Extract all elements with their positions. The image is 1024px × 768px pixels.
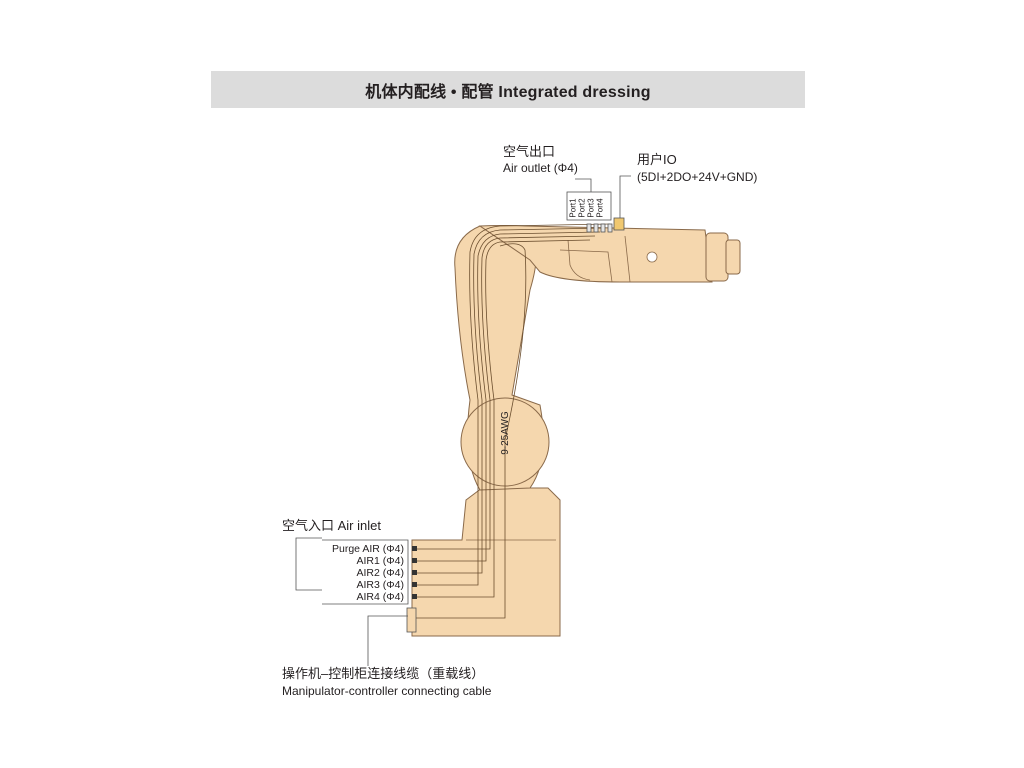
air-inlet-label: 空气入口 Air inlet: [282, 518, 381, 533]
robot-upper-arm-screw: [646, 251, 658, 263]
air-outlet-leader: [575, 178, 592, 192]
air-inlet-box: [322, 539, 409, 605]
air-inlet-item: AIR3 (Φ4): [356, 579, 404, 591]
cable-spec-label: 9-25AWG: [499, 411, 511, 455]
port-labels: Port1 Port2 Port3 Port4: [569, 194, 610, 220]
air-inlet-item: AIR4 (Φ4): [356, 591, 404, 603]
robot-wrist: [705, 232, 729, 282]
robot-base: [411, 487, 561, 637]
connecting-cable-label-zh: 操作机–控制柜连接线缆（重载线）: [282, 666, 485, 681]
air-inlet-item: Purge AIR (Φ4): [332, 543, 404, 555]
port-label-box: [566, 191, 612, 221]
air-outlet-label-en: Air outlet (Φ4): [503, 161, 578, 175]
port-label: Port4: [595, 198, 605, 218]
cable-connector: [406, 607, 417, 633]
air-inlet-list: Purge AIR (Φ4) AIR1 (Φ4) AIR2 (Φ4) AIR3 …: [322, 543, 404, 603]
air-inlet-bracket: [295, 537, 322, 591]
user-io-label-zh: 用户IO: [637, 152, 677, 167]
cable-leader: [367, 615, 408, 666]
user-io-label-en: (5DI+2DO+24V+GND): [637, 170, 758, 184]
title-bar: 机体内配线 • 配管 Integrated dressing: [211, 71, 805, 108]
robot-flange: [725, 239, 741, 275]
page-title: 机体内配线 • 配管 Integrated dressing: [365, 83, 651, 101]
connecting-cable-label-en: Manipulator-controller connecting cable: [282, 684, 492, 698]
air-inlet-item: AIR2 (Φ4): [356, 567, 404, 579]
air-inlet-item: AIR1 (Φ4): [356, 555, 404, 567]
robot-upper-arm: [478, 225, 713, 283]
user-io-leader: [619, 175, 631, 218]
user-io-connector: [613, 217, 625, 231]
air-outlet-label-zh: 空气出口: [503, 144, 556, 159]
